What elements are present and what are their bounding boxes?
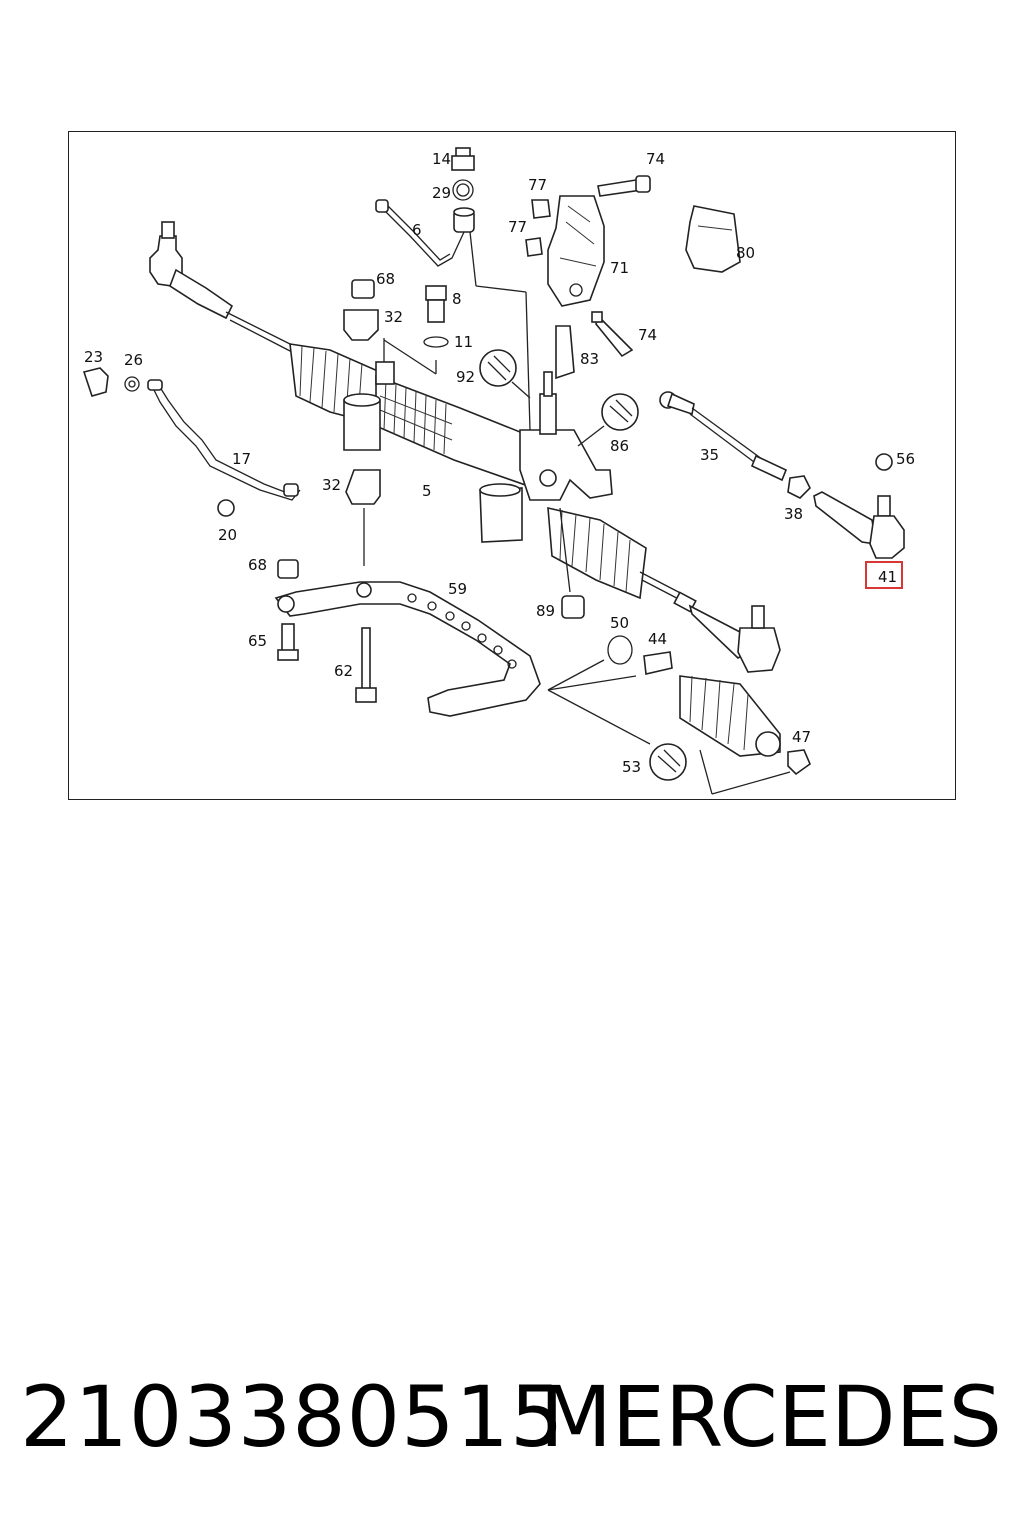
caption: 2103380515 MERCEDES — [0, 1368, 1024, 1488]
highlight-label: 41 — [878, 568, 897, 586]
callout-label: 47 — [792, 728, 811, 746]
brand-name: MERCEDES — [539, 1368, 1002, 1466]
parts-diagram: 14 29 74 77 77 6 80 71 68 8 32 11 74 23 … — [82, 147, 915, 795]
callout-label: 35 — [700, 446, 719, 464]
callout-label: 74 — [646, 150, 665, 168]
callout-label: 83 — [580, 350, 599, 368]
wrench-icon — [577, 393, 639, 447]
bolt-65 — [277, 623, 299, 661]
callout-label: 89 — [536, 602, 555, 620]
crossmember-59 — [274, 581, 541, 717]
callout-label: 20 — [218, 526, 237, 544]
callout-label: 77 — [508, 218, 527, 236]
callout-label: 77 — [528, 176, 547, 194]
callout-label: 86 — [610, 437, 629, 455]
nut-68 — [277, 559, 299, 579]
pipe-17-assembly — [82, 367, 301, 517]
diagram-frame — [68, 131, 956, 800]
callout-label: 26 — [124, 351, 143, 369]
wrench-icon — [649, 743, 687, 781]
tie-rod-end-41 — [813, 453, 905, 559]
cover-80 — [685, 205, 741, 273]
callout-label: 17 — [232, 450, 251, 468]
housing-ribs — [379, 379, 453, 455]
callout-label: 44 — [648, 630, 667, 648]
callout-label: 56 — [896, 450, 915, 468]
callout-label: 59 — [448, 580, 467, 598]
callout-label: 92 — [456, 368, 475, 386]
callout-label: 14 — [432, 150, 451, 168]
part-number: 2103380515 — [20, 1368, 565, 1466]
callout-label: 32 — [384, 308, 403, 326]
callout-label: 5 — [422, 482, 432, 500]
callout-labels: 14 29 74 77 77 6 80 71 68 8 32 11 74 23 … — [84, 150, 915, 776]
boot-kit — [547, 635, 811, 795]
pipe-6 — [381, 207, 465, 267]
inner-tie-rod-35 — [659, 391, 811, 499]
callout-label: 8 — [452, 290, 462, 308]
callout-label: 71 — [610, 259, 629, 277]
callout-label: 68 — [376, 270, 395, 288]
callout-label: 80 — [736, 244, 755, 262]
callout-label: 11 — [454, 333, 473, 351]
callout-label: 38 — [784, 505, 803, 523]
wrench-icon — [479, 349, 531, 399]
steering-rack — [289, 343, 781, 673]
callout-label: 32 — [322, 476, 341, 494]
bolt-62 — [355, 627, 377, 703]
left-tie-rod-end — [149, 221, 293, 353]
callout-label: 74 — [638, 326, 657, 344]
callout-label: 50 — [610, 614, 629, 632]
mount-hardware-top — [343, 279, 449, 385]
callout-label: 68 — [248, 556, 267, 574]
highlight-box — [865, 561, 903, 589]
pipe-6-fitting — [375, 199, 389, 213]
steering-coupling — [525, 175, 651, 358]
callout-label: 29 — [432, 184, 451, 202]
callout-label: 65 — [248, 632, 267, 650]
mount-hardware-lower — [345, 469, 381, 566]
valve-83 — [555, 325, 575, 380]
top-fittings — [451, 147, 531, 431]
washer-89 — [559, 507, 585, 619]
callout-label: 53 — [622, 758, 641, 776]
callout-label: 23 — [84, 348, 103, 366]
highlight-callout-41[interactable]: 41 — [865, 561, 903, 589]
callout-label: 62 — [334, 662, 353, 680]
callout-label: 6 — [412, 221, 422, 239]
